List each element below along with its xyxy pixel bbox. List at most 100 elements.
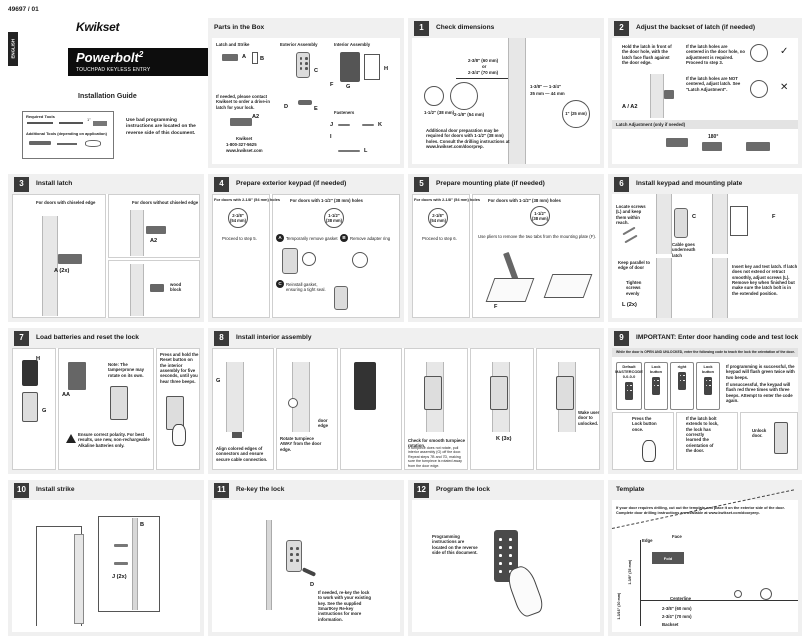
rotate-label: 180° [708, 134, 719, 140]
bore-38-bubble: 1-1/2" (38 mm) [530, 206, 550, 226]
step-6-title: Install keypad and mounting plate [636, 179, 743, 187]
template-instructions: If your door requires drilling, cut out … [616, 506, 785, 515]
template-hole-a [734, 590, 742, 598]
product-subtitle: TOUCHPAD KEYLESS ENTRY [76, 67, 151, 73]
key-icon [298, 100, 312, 105]
step-7-number: 7 [14, 330, 29, 346]
step-12-number: 12 [414, 482, 429, 498]
code-tile-lock-2: Lock button [696, 362, 720, 410]
part-a-label: A [242, 54, 247, 60]
rotation-fail-note: If turnpiece does not rotate, pull inter… [408, 446, 462, 468]
bore-38: 1-1/2" (38 mm) [531, 210, 549, 221]
detail-box [98, 516, 160, 612]
step-9-number: 9 [614, 330, 629, 346]
chiseled-label: For doors with chiseled edge [36, 200, 96, 205]
cable-note: Cable goes underneath latch [672, 242, 696, 258]
step-4-number: 4 [214, 176, 229, 192]
interior-dark-icon [354, 362, 376, 410]
step-8-title: Install interior assembly [236, 333, 312, 341]
lock-button-label-2: Lock button [701, 364, 715, 374]
step-8-number: 8 [214, 330, 229, 346]
part-d-label: D [284, 104, 289, 110]
part-f-label: F [330, 82, 334, 88]
lock-button-label: Lock button [649, 364, 663, 374]
adjust-latch-3 [746, 142, 770, 151]
wood-block-label: wood block [170, 282, 182, 293]
press-lock-note: Press the Lock button once. [632, 416, 657, 432]
screw-qty: K (3x) [496, 436, 512, 442]
off-center-hole [750, 80, 768, 98]
battery-label: AA [62, 392, 71, 398]
required-tools-label: Required Tools [26, 114, 55, 119]
code-tile-right: right [670, 362, 694, 410]
adapter-ring-icon [352, 252, 368, 268]
latch-in-door [58, 254, 82, 264]
drill-bit-icon [59, 122, 83, 124]
keypad-reinstalled-icon [334, 286, 348, 310]
not-centered-text: If the latch holes are NOT centered, adj… [686, 76, 741, 92]
interior-part-label: G [216, 378, 221, 384]
step-4-panel: 4 Prepare exterior keypad (if needed) For… [208, 174, 404, 322]
additional-tools-label: Additional Tools (depending on applicati… [26, 131, 107, 136]
part-b-label: B [260, 56, 265, 62]
part-e-label: E [314, 106, 318, 112]
right-label: right [677, 364, 687, 369]
product-version: 2 [138, 50, 144, 59]
part-a2-label: A2 [252, 114, 260, 120]
vertical-dim-b: 1-3/8" (35 mm) [628, 559, 633, 585]
step-9-panel: 9 IMPORTANT: Enter door handing code and … [608, 328, 802, 474]
brand-logo: Kwikset [76, 20, 120, 34]
step-1-number: 1 [414, 20, 429, 36]
step-2-title: Adjust the backset of latch (if needed) [636, 23, 756, 31]
part-c-label: C [314, 68, 319, 74]
step-10-number: 10 [14, 482, 29, 498]
step-12-title: Program the lock [436, 485, 490, 493]
adjust-latch-2 [702, 142, 722, 151]
fold-label: Fold [663, 555, 673, 561]
unlock-note: Unlock door. [752, 428, 767, 439]
holes-38-label: For doors with 1-1/2" (38 mm) holes [290, 198, 363, 203]
exterior-label: Exterior Assembly [280, 42, 318, 47]
language-label: ENGLISH [10, 39, 16, 59]
pressing-hand-icon [172, 424, 186, 446]
drive-latch-label: A2 [150, 238, 158, 244]
interior-installed-icon [424, 376, 442, 410]
bore-hole-a [424, 86, 444, 106]
chisel-icon [57, 143, 77, 145]
strike-icon [252, 52, 258, 64]
rekey-note: If needed, re-key the lock to work with … [318, 590, 371, 622]
thickness-a: 1-3/8" — 1-3/4" [530, 84, 562, 89]
step-9-title: IMPORTANT: Enter door handing code and t… [636, 333, 799, 341]
interior-final-icon [556, 376, 574, 410]
step-6-number: 6 [614, 176, 629, 192]
guide-title: Installation Guide [78, 93, 137, 100]
face-label: Face [672, 534, 682, 539]
template-hole-b [760, 588, 772, 600]
contact-website[interactable]: www.kwikset.com [226, 148, 263, 153]
holes-38-label: For doors with 1-1/2" (38 mm) holes [488, 198, 561, 203]
locate-screws: Locate screws (L) and keep them within r… [616, 204, 646, 226]
part-j-label: J [330, 122, 334, 128]
screw-k-icon [362, 124, 374, 126]
pliers-note: Use pliers to remove the two tabs from t… [478, 234, 596, 239]
fasteners-label: Fasteners [334, 110, 355, 115]
step-4-title: Prepare exterior keypad (if needed) [236, 179, 347, 187]
exterior-keypad-icon [296, 52, 310, 78]
proceed-step-5: Proceed to step 5. [222, 236, 257, 241]
battery-pack-icon [68, 362, 86, 390]
code-tile-default: Default MASTERCODE 0-0-0-0 [615, 362, 643, 410]
contact-phone[interactable]: 1-800-327-5625 [226, 142, 257, 147]
mounting-plate-on-door [730, 206, 748, 236]
code-tile-lock: Lock button [644, 362, 668, 410]
interior-cover-icon [22, 360, 38, 386]
bore-54: 2-1/8" (54 mm) [429, 212, 447, 223]
door-illustration [508, 38, 526, 164]
screw-qty: L (2x) [622, 302, 637, 308]
template-backset-b: 2-3/4" (70 mm) [662, 614, 692, 619]
